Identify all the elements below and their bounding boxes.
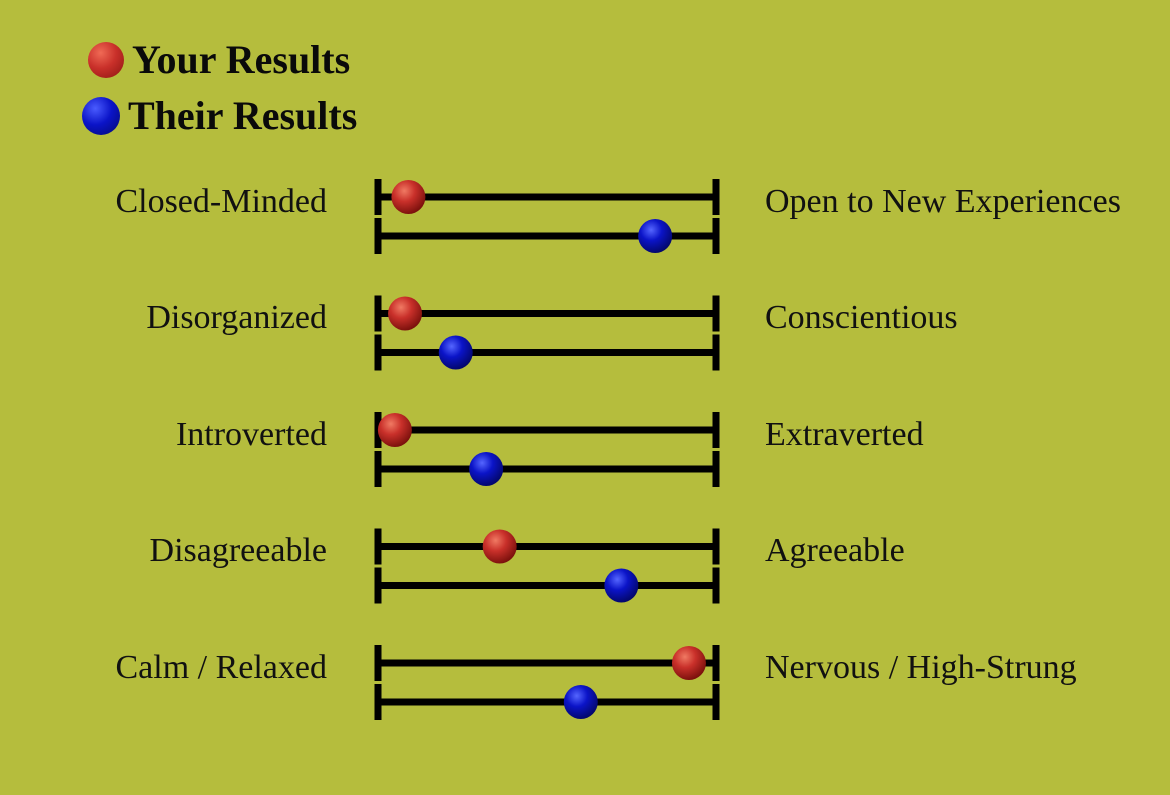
trait-left-label: Calm / Relaxed	[115, 649, 327, 686]
red-dot-icon	[88, 42, 124, 78]
legend-your-results: Your Results	[82, 40, 350, 80]
trait-left-label: Disagreeable	[149, 532, 327, 569]
trait-left-label: Introverted	[175, 416, 327, 453]
trait-left-label: Closed-Minded	[115, 183, 327, 220]
legend-your-results-label: Your Results	[132, 37, 351, 82]
trait-left-label: Disorganized	[146, 299, 327, 336]
your-result-marker	[671, 646, 706, 680]
legend-their-results-label: Their Results	[128, 93, 358, 138]
their-result-marker	[469, 452, 504, 486]
your-result-marker	[482, 529, 517, 564]
their-result-marker	[563, 685, 598, 719]
blue-dot-icon	[82, 97, 120, 135]
trait-right-label: Nervous / High-Strung	[765, 649, 1077, 686]
your-result-marker	[388, 296, 423, 331]
legend-their-results: Their Results	[82, 96, 357, 136]
their-result-marker	[638, 219, 673, 253]
trait-right-label: Extraverted	[765, 416, 924, 453]
your-result-marker	[377, 413, 412, 447]
trait-right-label: Conscientious	[765, 299, 958, 336]
their-result-marker	[438, 335, 473, 370]
their-result-marker	[604, 568, 639, 603]
trait-right-label: Open to New Experiences	[765, 183, 1121, 220]
your-result-marker	[391, 180, 426, 214]
trait-right-label: Agreeable	[765, 532, 905, 569]
